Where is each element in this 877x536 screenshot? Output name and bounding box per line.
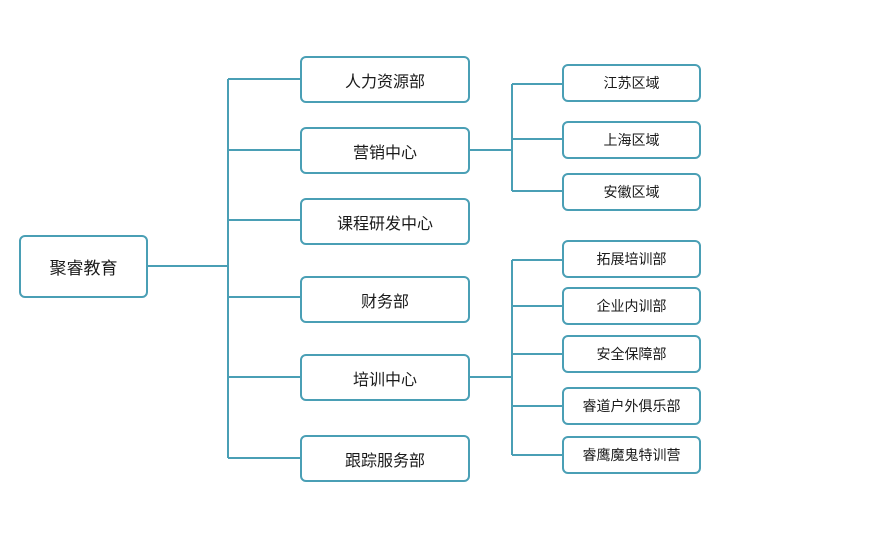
- region-node-shanghai: 上海区域: [562, 121, 701, 159]
- training-label: 睿道户外俱乐部: [582, 399, 681, 415]
- training-label: 睿鹰魔鬼特训营: [582, 448, 681, 464]
- region-label: 上海区域: [603, 133, 660, 149]
- region-label: 安徽区域: [603, 185, 660, 201]
- training-node-safety: 安全保障部: [562, 335, 701, 373]
- dept-label: 营销中心: [352, 142, 417, 162]
- training-node-expansion: 拓展培训部: [562, 240, 701, 278]
- dept-label: 培训中心: [352, 369, 417, 389]
- root-node: 聚睿教育: [19, 235, 148, 298]
- dept-node-finance: 财务部: [300, 276, 470, 323]
- dept-node-training: 培训中心: [300, 354, 470, 401]
- training-label: 拓展培训部: [596, 252, 667, 268]
- dept-node-marketing: 营销中心: [300, 127, 470, 174]
- dept-node-course-dev: 课程研发中心: [300, 198, 470, 245]
- dept-label: 跟踪服务部: [344, 450, 425, 470]
- dept-label: 人力资源部: [344, 71, 425, 91]
- region-node-anhui: 安徽区域: [562, 173, 701, 211]
- training-label: 安全保障部: [596, 347, 667, 363]
- dept-label: 课程研发中心: [336, 213, 433, 233]
- training-node-outdoor-club: 睿道户外俱乐部: [562, 387, 701, 425]
- region-label: 江苏区域: [603, 76, 660, 92]
- training-node-bootcamp: 睿鹰魔鬼特训营: [562, 436, 701, 474]
- training-node-corporate: 企业内训部: [562, 287, 701, 325]
- dept-node-hr: 人力资源部: [300, 56, 470, 103]
- dept-label: 财务部: [360, 291, 409, 311]
- root-label: 聚睿教育: [49, 259, 118, 279]
- region-node-jiangsu: 江苏区域: [562, 64, 701, 102]
- training-label: 企业内训部: [596, 299, 667, 315]
- dept-node-followup: 跟踪服务部: [300, 435, 470, 482]
